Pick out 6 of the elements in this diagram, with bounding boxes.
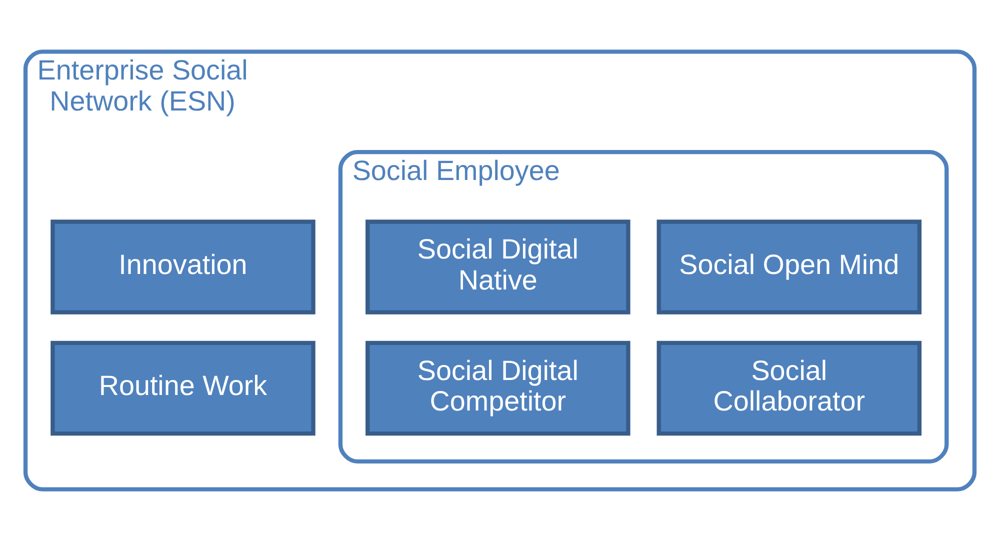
node-box: Social Open Mind (656, 219, 922, 314)
node-box: Social Digital Native (366, 219, 630, 314)
node-box: Routine Work (50, 340, 316, 436)
node-box: Social Collaborator (656, 340, 922, 436)
node-box: Social Digital Competitor (366, 340, 630, 436)
node-box: Innovation (50, 219, 316, 314)
